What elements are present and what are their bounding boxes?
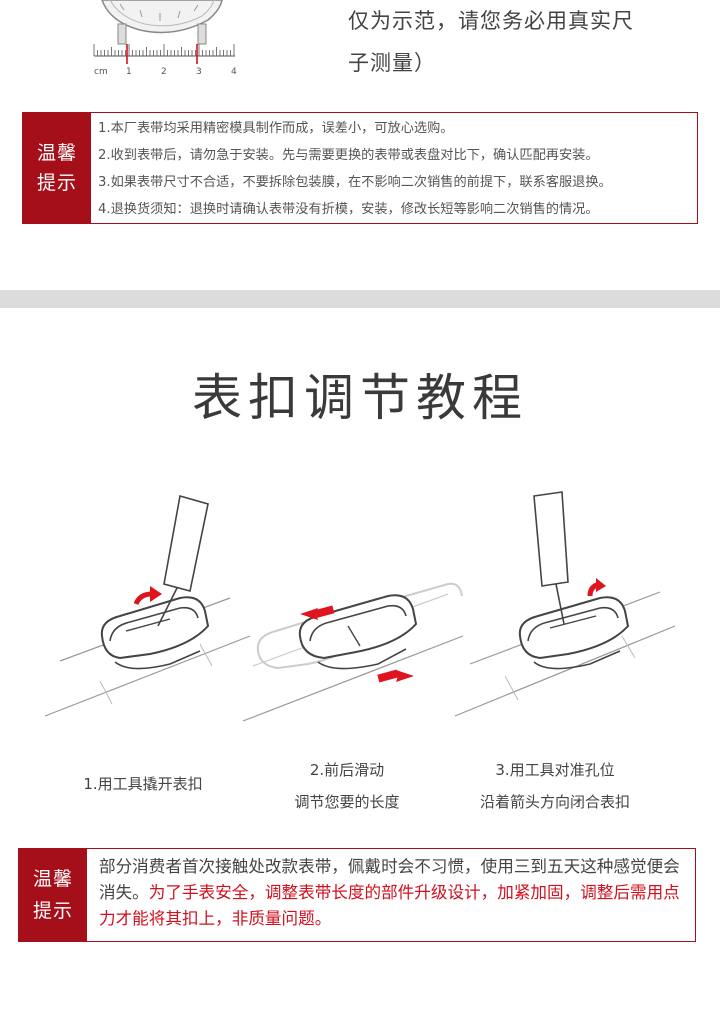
step1-caption-line1: 1.用工具撬开表扣 [83,775,203,793]
warm-tips-list: 1.本厂表带均采用精密模具制作而成，误差小，可放心选购。 2.收到表带后，请勿急… [98,115,695,223]
ruler-tick-label: 2 [161,67,167,77]
warm-tips-text: 部分消费者首次接触处改款表带，佩戴时会不习惯，使用三到五天这种感觉便会消失。 [99,857,680,902]
warm-tips-box-1: 温馨 提示 1.本厂表带均采用精密模具制作而成，误差小，可放心选购。 2.收到表… [22,112,698,224]
step2-caption-line2: 调节您要的长度 [294,793,400,811]
warm-tips-tag: 温馨 提示 [23,113,91,223]
step3-caption-line2: 沿着箭头方向闭合表扣 [479,793,630,811]
warm-tips-tag-line1: 温馨 [36,142,77,164]
step2-caption-line1: 2.前后滑动 [309,761,385,779]
warm-tips-tag: 温馨 提示 [19,849,87,941]
section-divider [0,290,720,308]
section-title: 表扣调节教程 [192,369,528,427]
measurement-note-line2: 子测量） [348,51,436,75]
warm-tips-tag-line2: 提示 [36,172,77,194]
ruler-tick-label: 3 [196,67,202,77]
ruler-tick-label: 4 [231,67,237,77]
warm-tips-tag-line2: 提示 [32,900,73,922]
warm-tips-item: 2.收到表带后，请勿急于安装。先与需要更换的表带或表盘对比下，确认匹配再安装。 [98,148,599,163]
step3-illustration [454,491,676,717]
measurement-note-line1: 仅为示范，请您务必用真实尺 [348,9,634,33]
warm-tips-item: 4.退换货须知：退换时请确认表带没有折模，安装，修改长短等影响二次销售的情况。 [98,202,599,217]
warm-tips-item: 1.本厂表带均采用精密模具制作而成，误差小，可放心选购。 [98,121,454,136]
watch-ruler-illustration: cm 1 2 3 4 [93,0,237,77]
step3-caption-line1: 3.用工具对准孔位 [495,761,615,779]
step1-caption: 1.用工具撬开表扣 [58,768,228,800]
ruler-tick-label: 1 [126,67,132,77]
step3-caption: 3.用工具对准孔位 沿着箭头方向闭合表扣 [455,754,655,818]
measurement-note: 仅为示范，请您务必用真实尺 子测量） [348,0,688,84]
warm-tips-tag-line1: 温馨 [32,868,73,890]
step2-caption: 2.前后滑动 调节您要的长度 [262,754,432,818]
step2-illustration [242,582,464,722]
step1-illustration [44,494,251,717]
warm-tips-item: 3.如果表带尺寸不合适，不要拆除包装膜，在不影响二次销售的前提下，联系客服退换。 [98,175,612,190]
ruler-unit: cm [94,67,108,77]
warm-tips-highlight: 为了手表安全，调整表带长度的部件升级设计，加紧加固，调整后需用点力才能将其扣上，… [99,883,680,928]
warm-tips-box-2: 温馨 提示 部分消费者首次接触处改款表带，佩戴时会不习惯，使用三到五天这种感觉便… [18,848,696,942]
warm-tips-body: 部分消费者首次接触处改款表带，佩戴时会不习惯，使用三到五天这种感觉便会消失。为了… [99,854,689,932]
